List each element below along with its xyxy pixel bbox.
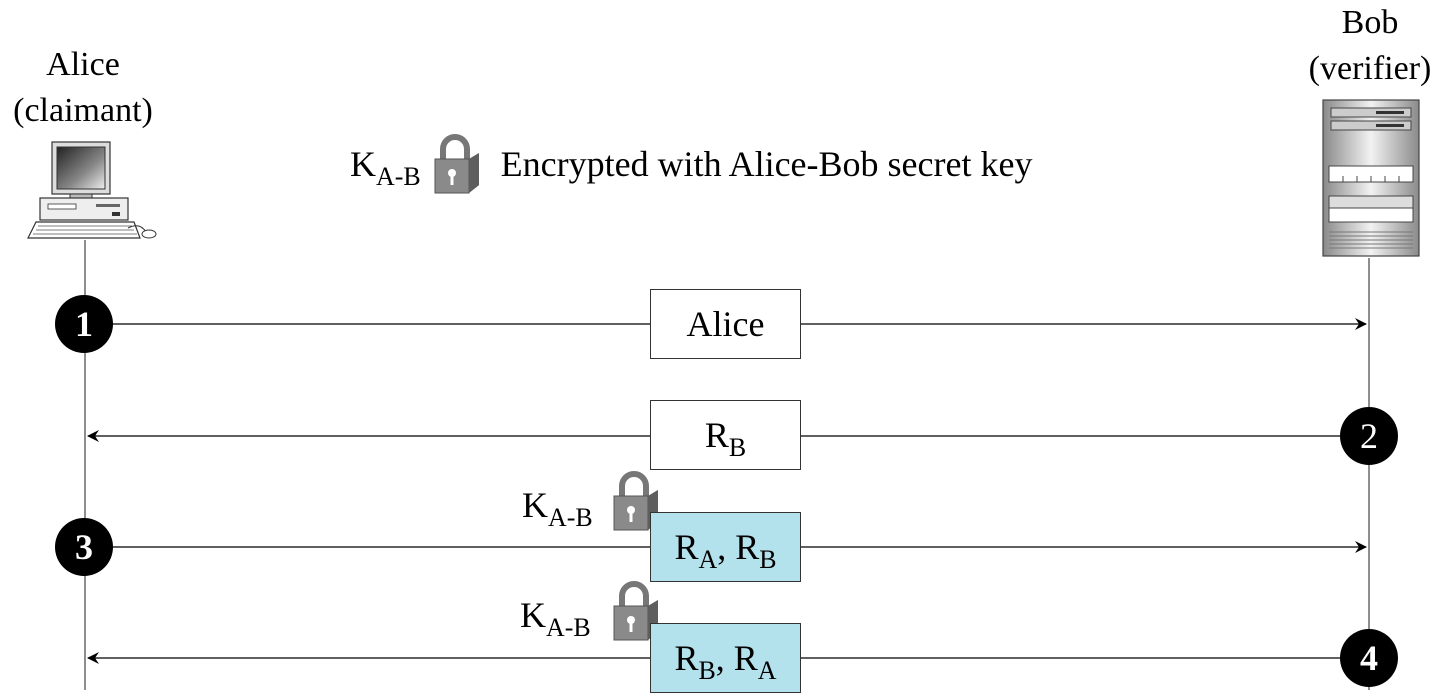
message-3-box: RA, RB bbox=[650, 512, 801, 582]
bob-name: Bob bbox=[1341, 4, 1399, 41]
step-3-badge: 3 bbox=[55, 518, 113, 576]
bob-label: Bob (verifier) bbox=[1296, 0, 1444, 92]
legend-key: KA-B bbox=[350, 144, 421, 192]
legend-text: Encrypted with Alice-Bob secret key bbox=[500, 144, 1033, 184]
message-3-key-label: KA-B bbox=[522, 485, 593, 533]
alice-label: Alice (claimant) bbox=[0, 42, 166, 134]
step-4-badge: 4 bbox=[1340, 629, 1398, 687]
message-4-text: RB, RA bbox=[674, 638, 777, 686]
legend: KA-B Encrypted with Alice-Bob secret key bbox=[350, 134, 1033, 194]
lock-icon bbox=[434, 134, 479, 194]
message-1-box: Alice bbox=[650, 289, 801, 359]
message-4-box: RB, RA bbox=[650, 623, 801, 693]
message-3-text: RA, RB bbox=[674, 527, 777, 575]
step-1-badge: 1 bbox=[55, 295, 113, 353]
alice-name: Alice bbox=[46, 46, 120, 83]
alice-role: (claimant) bbox=[13, 92, 153, 129]
bob-role: (verifier) bbox=[1308, 50, 1432, 87]
step-2-badge: 2 bbox=[1340, 407, 1398, 465]
lock-icon bbox=[613, 471, 658, 531]
message-4-key-label: KA-B bbox=[520, 595, 591, 643]
message-2-text: RB bbox=[704, 415, 747, 463]
message-2-box: RB bbox=[650, 400, 801, 470]
message-1-text: Alice bbox=[686, 304, 765, 344]
